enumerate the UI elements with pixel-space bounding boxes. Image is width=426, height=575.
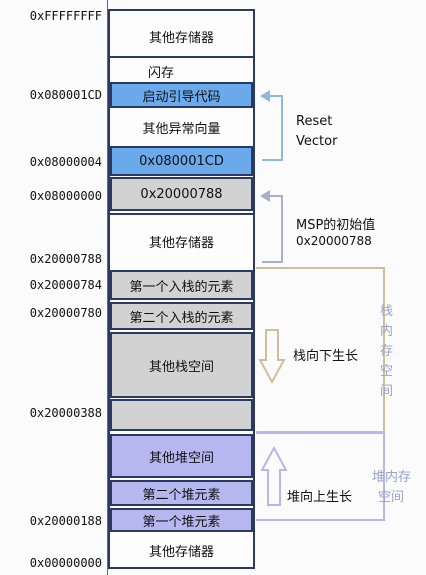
arrowhead-icon: [260, 190, 270, 202]
block-stack-free: [110, 399, 253, 431]
heap-space-label-2: 空间: [378, 490, 405, 505]
separator: [110, 56, 253, 58]
address-08000004: 0x08000004: [29, 155, 102, 169]
block-second-heap-element: 第二个堆元素: [110, 480, 253, 506]
stack-space-label-2: 内: [380, 324, 394, 339]
heap-grow-up-arrow-icon: [260, 445, 288, 506]
separator: [110, 213, 253, 215]
block-reset-vector-value: 0x080001CD: [110, 146, 253, 176]
block-boot-code: 启动引导代码: [110, 82, 253, 108]
heap-space-label-1: 堆内存: [372, 470, 412, 485]
block-first-stack-element: 第一个入栈的元素: [110, 270, 253, 300]
label-flash: 闪存: [110, 60, 253, 82]
block-first-heap-element: 第一个堆元素: [110, 508, 253, 532]
address-20000788: 0x20000788: [29, 252, 102, 266]
block-other-stack-space: 其他栈空间: [110, 332, 253, 398]
address-20000388: 0x20000388: [29, 406, 102, 420]
reset-vector-arrow-icon: [262, 95, 283, 161]
stack-space-label-5: 间: [380, 384, 394, 399]
address-08000000: 0x08000000: [29, 189, 102, 203]
stack-space-label-4: 空: [380, 364, 394, 379]
stack-grow-down-arrow-icon: [258, 329, 286, 385]
block-second-stack-element: 第二个入栈的元素: [110, 302, 253, 330]
block-other-exceptions: 其他异常向量: [110, 109, 253, 145]
address-20000784: 0x20000784: [29, 278, 102, 292]
reset-label: Reset: [296, 114, 333, 129]
msp-title-label: MSP的初始值: [296, 218, 376, 233]
block-other-memory-bottom: 其他存储器: [110, 535, 253, 565]
stack-grow-label: 栈向下生长: [293, 349, 359, 364]
block-other-heap-space: 其他堆空间: [110, 434, 253, 478]
block-other-memory-top: 其他存储器: [110, 20, 253, 52]
msp-address-label: 0x20000788: [296, 234, 372, 248]
stack-space-label-1: 栈: [380, 304, 394, 319]
block-msp-value: 0x20000788: [110, 177, 253, 211]
arrowhead-icon: [260, 90, 270, 102]
block-other-memory-mid: 其他存储器: [110, 215, 253, 267]
address-20000188: 0x20000188: [29, 514, 102, 528]
address-080001cd: 0x080001CD: [29, 88, 102, 102]
stack-space-label-3: 存: [380, 344, 394, 359]
vector-label: Vector: [296, 134, 338, 149]
address-top: 0xFFFFFFFF: [29, 9, 102, 23]
address-bottom: 0x00000000: [29, 556, 102, 570]
msp-arrow-icon: [262, 195, 283, 263]
heap-region-bracket: [256, 432, 385, 521]
address-20000780: 0x20000780: [29, 306, 102, 320]
heap-grow-label: 堆向上生长: [287, 490, 353, 505]
red-margin-line: [107, 0, 108, 575]
